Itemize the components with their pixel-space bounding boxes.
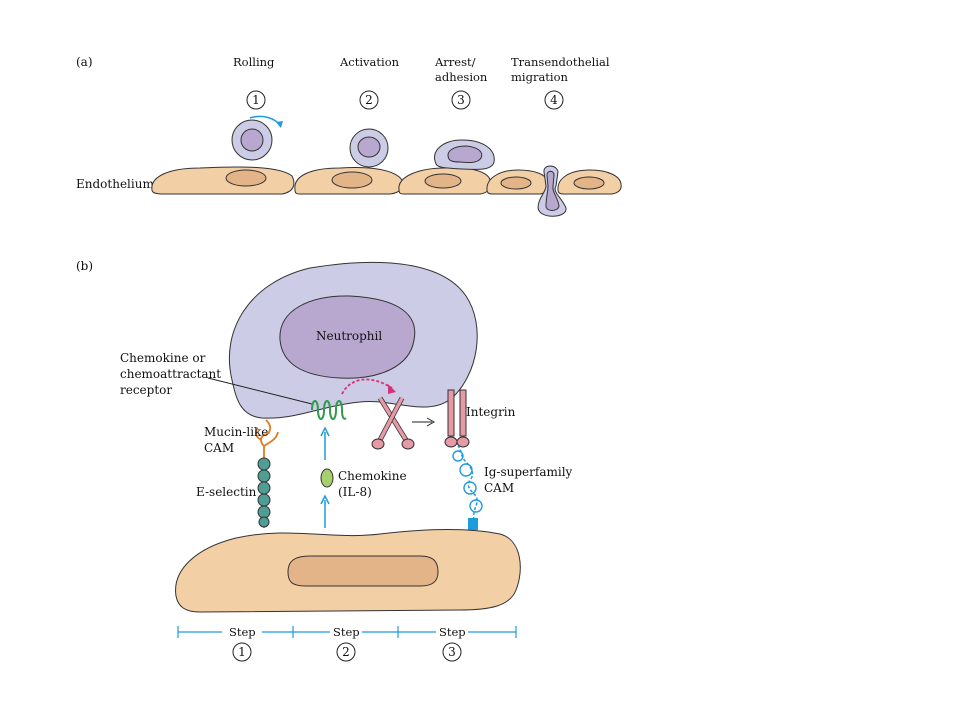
step-1-label: Step [229,625,256,639]
endothelial-cell-1 [151,166,295,195]
step-a2-number: 2 [359,90,379,110]
chemokine-receptor [311,400,347,420]
chemokine-arrowhead-lower [320,494,330,505]
step-1-number: 1 [232,642,252,662]
step-a2-title: Activation [339,55,400,69]
integrin-conversion-arrowhead [426,417,436,427]
chemokine-label-line1: Chemokine [338,469,407,483]
rolling-arrowhead [276,121,283,128]
ig-superfamily-cam [452,445,483,530]
step-3-number-text: 3 [448,645,456,659]
step-2-number: 2 [336,642,356,662]
activation-signal-arrow [341,378,393,395]
e-selectin [257,457,271,528]
chemokine-receptor-label-line2: chemoattractant [120,367,221,381]
endothelial-cell-large [175,529,521,613]
endothelial-cell-5 [557,169,622,195]
step-a2-number-text: 2 [365,93,373,107]
migrating-leukocyte [537,165,567,217]
activation-signal-arrowhead [388,384,396,394]
mucin-cam-label-line2: CAM [204,441,234,455]
step-a3-title-line1: Arrest/ [434,55,476,69]
mucin-cam-label-line1: Mucin-like [204,425,268,439]
step-a1-title: Rolling [233,55,275,69]
receptor-leader-line [207,377,313,405]
step-a3-title-line2: adhesion [435,70,488,84]
step-a4-number: 4 [544,90,564,110]
integrin-active [444,389,470,448]
panel-a-label: (a) [76,55,93,69]
endothelial-cell-3 [398,167,491,195]
chemokine-label-line2: (IL-8) [338,485,372,499]
neutrophil-label: Neutrophil [316,329,382,343]
chemokine-arrowhead-upper [320,426,330,437]
integrin-inactive [371,396,415,450]
step-a4-title-line2: migration [511,70,569,84]
step-scale-bar [177,626,517,638]
step-1-number-text: 1 [238,645,246,659]
activated-leukocyte [349,128,389,168]
e-selectin-label: E-selectin [196,485,257,499]
neutrophil-cell [228,261,478,419]
endothelium-label: Endothelium [76,177,154,191]
endothelial-cell-4 [486,169,549,195]
endothelial-cell-2 [294,167,403,195]
step-a3-number-text: 3 [457,93,465,107]
panel-b-label: (b) [76,259,93,273]
ig-cam-label-line2: CAM [484,481,514,495]
chemokine-il8 [320,468,334,488]
step-a1-number: 1 [246,90,266,110]
step-a4-title-line1: Transendothelial [511,55,610,69]
rolling-leukocyte [231,119,273,161]
step-a3-number: 3 [451,90,471,110]
arrested-leukocyte [434,139,495,170]
step-a1-number-text: 1 [252,93,260,107]
integrin-label: Integrin [466,405,516,419]
step-2-number-text: 2 [342,645,350,659]
mucin-like-cam [255,419,279,460]
step-2-label: Step [333,625,360,639]
chemokine-receptor-label-line1: Chemokine or [120,351,206,365]
step-3-label: Step [439,625,466,639]
chemokine-receptor-label-line3: receptor [120,383,172,397]
ig-cam-label-line1: Ig-superfamily [484,465,573,479]
step-a4-number-text: 4 [550,93,558,107]
step-3-number: 3 [442,642,462,662]
